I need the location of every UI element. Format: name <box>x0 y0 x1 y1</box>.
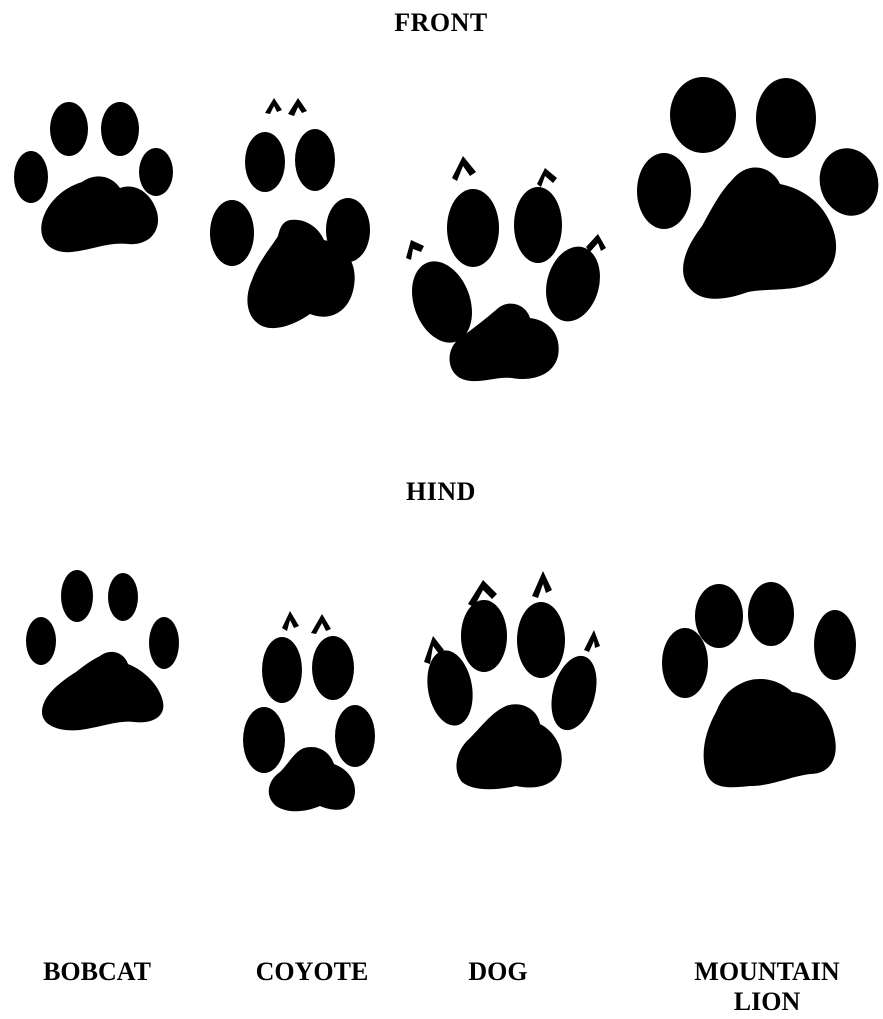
mountain-lion-front-paw-print <box>637 77 883 299</box>
animal-label-mountain-lion-line2: LION <box>667 987 867 1017</box>
animal-label-mountain-lion: MOUNTAIN LION <box>667 957 867 1017</box>
mountain-lion-hind-paw-print <box>662 582 856 787</box>
animal-label-bobcat: BOBCAT <box>22 957 172 987</box>
dog-hind-paw-print <box>422 571 604 789</box>
animal-label-dog-line1: DOG <box>438 957 558 987</box>
animal-label-dog: DOG <box>438 957 558 987</box>
coyote-front-paw-print <box>210 98 370 328</box>
animal-label-coyote-line1: COYOTE <box>237 957 387 987</box>
dog-front-paw-print <box>401 156 608 381</box>
animal-label-coyote: COYOTE <box>237 957 387 987</box>
bobcat-hind-paw-print <box>26 570 179 730</box>
coyote-hind-paw-print <box>243 611 375 811</box>
animal-label-bobcat-line1: BOBCAT <box>22 957 172 987</box>
bobcat-front-paw-print <box>14 102 173 252</box>
animal-label-mountain-lion-line1: MOUNTAIN <box>667 957 867 987</box>
